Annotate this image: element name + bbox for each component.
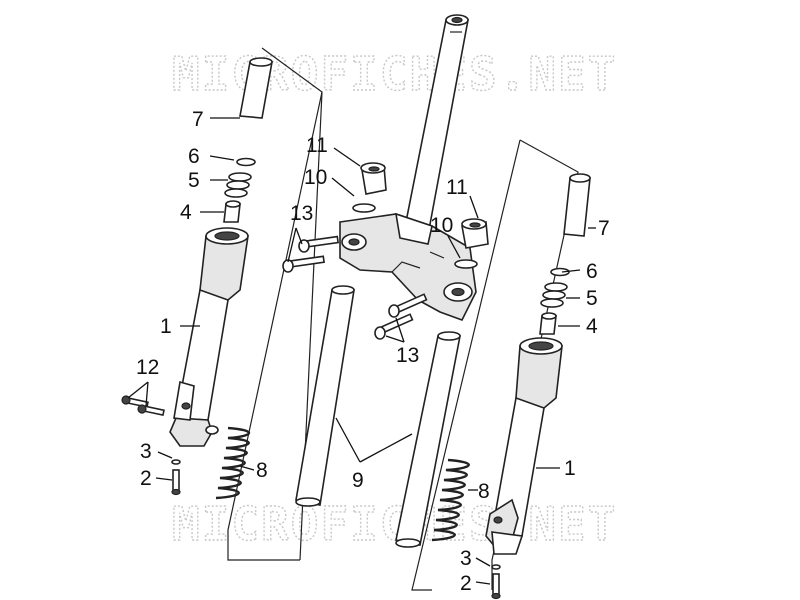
- callout-right-8: 8: [478, 480, 490, 503]
- callout-left-8: 8: [256, 459, 268, 482]
- callout-right-1: 1: [564, 457, 576, 480]
- callout-right-7: 7: [598, 217, 610, 240]
- callout-right-2: 2: [460, 572, 472, 595]
- watermark-top: MICROFICHES.NET: [172, 47, 617, 101]
- callout-left-5: 5: [188, 169, 200, 192]
- bolt-13-upper-a: [298, 235, 340, 253]
- callout-center-9: 9: [352, 469, 364, 492]
- bushing-11-upper: [360, 162, 387, 195]
- callout-left-6: 6: [188, 145, 200, 168]
- callout-left-4: 4: [180, 201, 192, 224]
- callout-left-3: 3: [140, 440, 152, 463]
- inner-tube-9-left: [295, 285, 355, 507]
- callout-right-6: 6: [586, 260, 598, 283]
- callout-center-10b: 10: [430, 214, 453, 237]
- callout-right-4: 4: [586, 315, 598, 338]
- callout-center-11a: 11: [306, 134, 328, 157]
- washer-10-lower: [454, 259, 478, 269]
- callout-center-11b: 11: [446, 176, 468, 199]
- bushing-11-lower: [461, 218, 489, 249]
- steering-crown: [339, 212, 477, 321]
- callout-left-1: 1: [160, 315, 172, 338]
- left-assembly-frame: [227, 47, 323, 561]
- screw-2-right: [491, 564, 501, 600]
- callout-center-13a: 13: [290, 202, 313, 225]
- right-fork-leg: [485, 173, 591, 555]
- right-assembly-frame-lower: [411, 139, 521, 591]
- spring-8-right: [431, 458, 470, 542]
- callout-center-13b: 13: [396, 344, 419, 367]
- watermark-bottom: MICROFICHES.NET: [172, 497, 617, 551]
- left-fork-leg: [169, 57, 273, 447]
- callout-left-7: 7: [192, 108, 204, 131]
- callout-center-10a: 10: [304, 166, 327, 189]
- bolt-13-lower-b: [374, 313, 414, 340]
- screw-2-left: [171, 459, 181, 496]
- callout-right-3: 3: [460, 547, 472, 570]
- callout-right-5: 5: [586, 287, 598, 310]
- bolt-13-lower-a: [388, 293, 428, 318]
- washer-10-upper: [352, 203, 376, 213]
- leader-lines: [127, 117, 596, 585]
- spring-8-left: [215, 426, 251, 500]
- callout-left-12: 12: [136, 356, 159, 379]
- inner-tube-9-right: [395, 331, 461, 548]
- callout-left-2: 2: [140, 467, 152, 490]
- bolt-13-upper-b: [282, 255, 325, 273]
- bolt-12-left: [121, 395, 165, 417]
